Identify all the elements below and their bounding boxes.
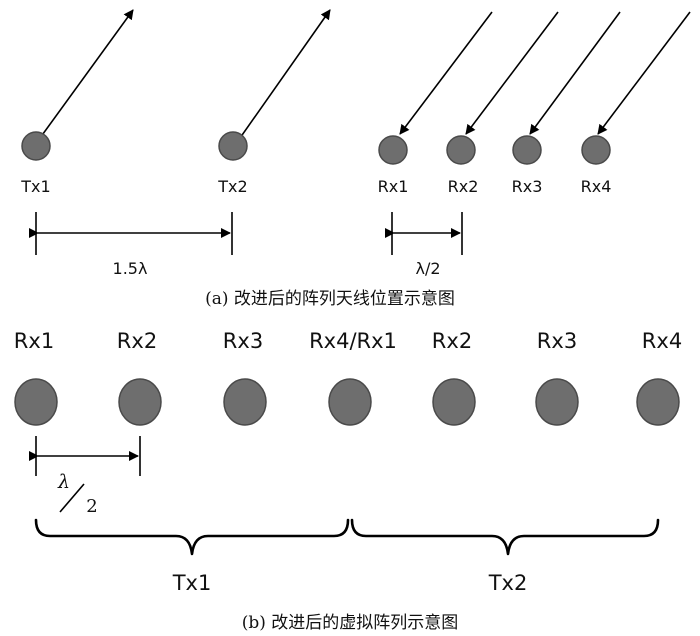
caption-a: (a) 改进后的阵列天线位置示意图: [205, 289, 455, 309]
tx1-label: Tx1: [20, 177, 50, 196]
tx2-wave-arrow: [239, 9, 331, 139]
virtual-rx4b-label: Rx4: [642, 329, 682, 353]
tx1-group-label: Tx1: [172, 571, 212, 595]
rx2-label: Rx2: [448, 177, 479, 196]
tx-spacing-label: 1.5λ: [113, 259, 148, 278]
virtual-spacing-slash: [59, 483, 85, 513]
virtual-element-1: [14, 378, 58, 426]
rx4-wave-arrow: [597, 11, 691, 135]
virtual-element-4: [328, 378, 372, 426]
virtual-spacing-denominator: 2: [86, 496, 97, 517]
virtual-rx3b-label: Rx3: [537, 329, 577, 353]
virtual-element-7: [636, 378, 680, 426]
virtual-element-6: [535, 378, 579, 426]
rx3-element: [512, 135, 542, 165]
rx3-wave-arrow: [529, 11, 621, 135]
virtual-rx3-label: Rx3: [223, 329, 263, 353]
rx-spacing-label: λ/2: [415, 259, 440, 278]
virtual-element-5: [432, 378, 476, 426]
tx1-wave-arrow: [39, 9, 134, 139]
virtual-spacing-label: λ 2: [57, 471, 98, 517]
part-a: Tx1 Tx2 Rx1 Rx2 Rx3 Rx4 1.5λ λ/2 (a) 改进后…: [20, 9, 691, 309]
virtual-rx1-label: Rx1: [14, 329, 54, 353]
rx3-label: Rx3: [512, 177, 543, 196]
rx1-label: Rx1: [378, 177, 409, 196]
tx2-group-label: Tx2: [488, 571, 528, 595]
rx1-wave-arrow: [399, 11, 493, 135]
part-b: Rx1 Rx2 Rx3 Rx4/Rx1 Rx2 Rx3 Rx4 λ 2 Tx1 …: [14, 329, 682, 633]
virtual-rx4-rx1-label: Rx4/Rx1: [309, 329, 397, 353]
rx4-label: Rx4: [581, 177, 612, 196]
virtual-element-3: [223, 378, 267, 426]
rx1-element: [378, 135, 408, 165]
tx1-element: [21, 131, 51, 161]
rx2-element: [446, 135, 476, 165]
virtual-rx2b-label: Rx2: [432, 329, 472, 353]
rx4-element: [581, 135, 611, 165]
virtual-element-2: [118, 378, 162, 426]
tx2-element: [218, 131, 248, 161]
virtual-spacing-numerator: λ: [57, 471, 70, 493]
tx2-group-brace: [350, 518, 660, 556]
rx2-wave-arrow: [465, 11, 559, 135]
virtual-rx2-label: Rx2: [117, 329, 157, 353]
caption-b: (b) 改进后的虚拟阵列示意图: [242, 613, 459, 633]
tx1-group-brace: [34, 518, 350, 556]
tx2-label: Tx2: [217, 177, 247, 196]
